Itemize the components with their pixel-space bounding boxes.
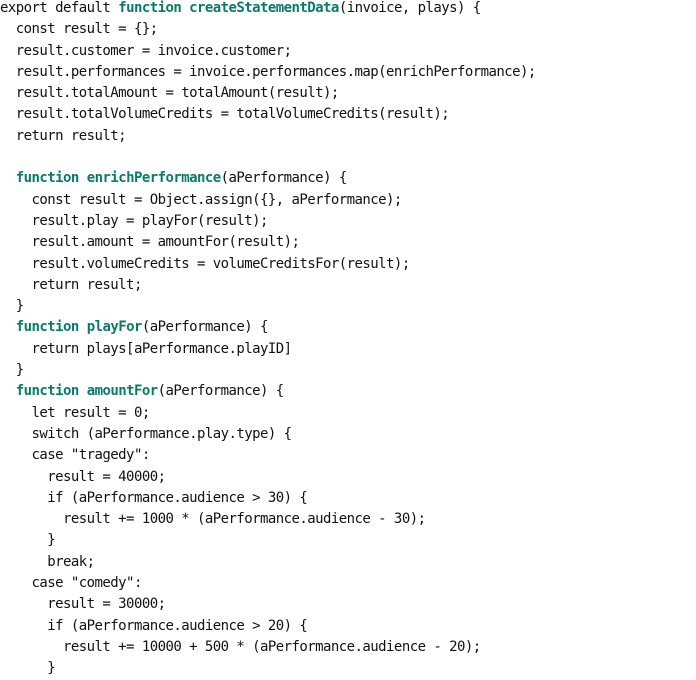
code-line: result.customer = invoice.customer; bbox=[0, 41, 696, 62]
function-name-token: enrichPerformance bbox=[86, 170, 222, 187]
code-line: return result; bbox=[0, 126, 696, 147]
code-line: result.performances = invoice.performanc… bbox=[0, 62, 696, 83]
code-line: if (aPerformance.audience > 20) { bbox=[0, 616, 696, 637]
code-line: break; bbox=[0, 552, 696, 573]
code-text: result = 40000; bbox=[0, 468, 166, 485]
code-text bbox=[79, 383, 87, 399]
code-text: case "tragedy": bbox=[0, 447, 151, 464]
code-line: result += 10000 + 500 * (aPerformance.au… bbox=[0, 637, 696, 658]
keyword-token: function bbox=[15, 383, 80, 400]
code-line: case "tragedy": bbox=[0, 445, 696, 466]
code-text: let result = 0; bbox=[0, 404, 151, 421]
code-text: result.totalVolumeCredits = totalVolumeC… bbox=[0, 106, 450, 123]
code-text bbox=[0, 170, 16, 186]
code-text: if (aPerformance.audience > 20) { bbox=[0, 617, 308, 634]
code-text: result.play = playFor(result); bbox=[0, 212, 269, 229]
code-line: function amountFor(aPerformance) { bbox=[0, 381, 696, 402]
code-text: (invoice, plays) { bbox=[338, 0, 481, 16]
function-name-token: createStatementData bbox=[189, 0, 339, 16]
keyword-token: function bbox=[15, 319, 80, 336]
code-text: if (aPerformance.audience > 30) { bbox=[0, 489, 308, 506]
code-text: } bbox=[0, 660, 56, 677]
code-text: } bbox=[0, 532, 56, 549]
keyword-token: function bbox=[118, 0, 182, 16]
code-line: function enrichPerformance(aPerformance)… bbox=[0, 168, 696, 189]
code-line: result.totalVolumeCredits = totalVolumeC… bbox=[0, 104, 696, 125]
code-line: result += 1000 * (aPerformance.audience … bbox=[0, 509, 696, 530]
code-line: if (aPerformance.audience > 30) { bbox=[0, 488, 696, 509]
code-text: (aPerformance) { bbox=[157, 383, 285, 400]
code-text: case "comedy": bbox=[0, 575, 143, 592]
code-text: switch (aPerformance.play.type) { bbox=[0, 425, 293, 442]
code-text: (aPerformance) { bbox=[220, 170, 348, 187]
code-text: (aPerformance) { bbox=[141, 319, 269, 336]
code-text: result.performances = invoice.performanc… bbox=[0, 63, 537, 80]
code-line: case "comedy": bbox=[0, 573, 696, 594]
code-text: } bbox=[0, 298, 24, 315]
code-text: return plays[aPerformance.playID] bbox=[0, 340, 293, 357]
code-line: const result = Object.assign({}, aPerfor… bbox=[0, 190, 696, 211]
code-text: } bbox=[0, 362, 24, 379]
code-text bbox=[0, 383, 16, 399]
code-line: export default function createStatementD… bbox=[0, 0, 696, 19]
code-text: result += 10000 + 500 * (aPerformance.au… bbox=[0, 638, 481, 655]
code-line: result = 40000; bbox=[0, 467, 696, 488]
code-line: const result = {}; bbox=[0, 19, 696, 40]
code-line: } bbox=[0, 658, 696, 679]
code-line: result.volumeCredits = volumeCreditsFor(… bbox=[0, 254, 696, 275]
code-text bbox=[181, 0, 189, 16]
code-text bbox=[79, 170, 87, 186]
code-line: } bbox=[0, 296, 696, 317]
code-line: } bbox=[0, 530, 696, 551]
code-text: result.amount = amountFor(result); bbox=[0, 234, 300, 251]
function-name-token: playFor bbox=[86, 319, 143, 336]
code-text: result += 1000 * (aPerformance.audience … bbox=[0, 511, 426, 528]
function-name-token: amountFor bbox=[86, 383, 158, 400]
code-text: export default bbox=[0, 0, 119, 16]
code-line: result = 30000; bbox=[0, 594, 696, 615]
code-text: const result = {}; bbox=[0, 21, 158, 38]
code-line bbox=[0, 147, 696, 168]
code-text bbox=[79, 319, 87, 335]
code-line: let result = 0; bbox=[0, 403, 696, 424]
code-line: function playFor(aPerformance) { bbox=[0, 317, 696, 338]
code-line: return plays[aPerformance.playID] bbox=[0, 339, 696, 360]
code-line: result.amount = amountFor(result); bbox=[0, 232, 696, 253]
code-text: result.customer = invoice.customer; bbox=[0, 42, 292, 59]
code-text bbox=[0, 319, 16, 335]
code-line: return result; bbox=[0, 275, 696, 296]
code-text: result.totalAmount = totalAmount(result)… bbox=[0, 85, 340, 102]
code-line: } bbox=[0, 360, 696, 381]
code-text: const result = Object.assign({}, aPerfor… bbox=[0, 191, 403, 208]
code-text: break; bbox=[0, 553, 95, 570]
code-text: return result; bbox=[0, 276, 143, 293]
code-text: result = 30000; bbox=[0, 596, 166, 613]
code-text: result.volumeCredits = volumeCreditsFor(… bbox=[0, 255, 411, 272]
code-line: result.play = playFor(result); bbox=[0, 211, 696, 232]
code-line: switch (aPerformance.play.type) { bbox=[0, 424, 696, 445]
keyword-token: function bbox=[15, 170, 80, 187]
code-line: result.totalAmount = totalAmount(result)… bbox=[0, 83, 696, 104]
code-text: return result; bbox=[0, 127, 127, 144]
